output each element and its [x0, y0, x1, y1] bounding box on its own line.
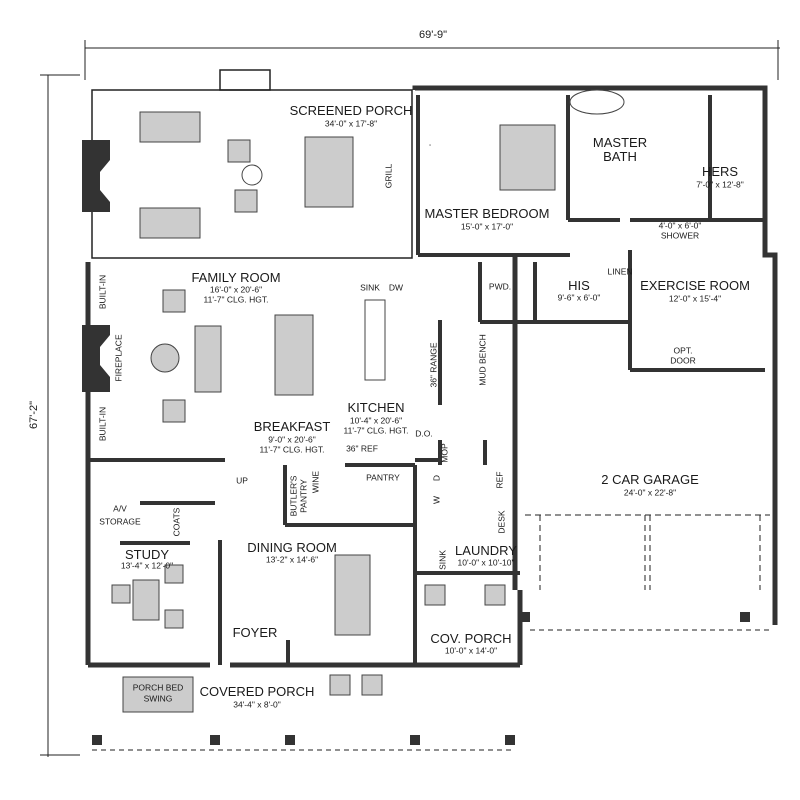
room-name-his: HIS — [568, 278, 590, 294]
room-size-his: 9'-6" x 6'-0" — [557, 292, 601, 303]
sink-label: SINK — [360, 282, 380, 293]
room-size-study: 13'-4" x 12'-0" — [120, 560, 174, 571]
depth-dimension-line — [40, 74, 80, 757]
opt-door-label-1: OPT. — [673, 345, 693, 356]
width-dimension-line — [84, 40, 780, 80]
porch-rail — [92, 629, 770, 751]
overall-width-label: 69'-9" — [418, 29, 448, 42]
room-size-screened-porch: 34'-0" x 17'-8" — [324, 118, 378, 129]
room-name-master-bedroom: MASTER BEDROOM — [424, 206, 550, 222]
pantry-label: PANTRY — [366, 472, 400, 483]
fireplace-label-bottom: FIREPLACE — [113, 334, 124, 382]
exterior-walls — [85, 85, 778, 668]
ceiling-breakfast: 11'-7" CLG. HGT. — [259, 444, 325, 455]
ceiling-kitchen: 11'-7" CLG. HGT. — [343, 425, 409, 436]
do-label: D.O. — [415, 428, 433, 439]
room-size-family-room: 16'-0" x 20'-6" — [209, 284, 263, 295]
porch-posts — [92, 612, 750, 745]
room-name-breakfast: BREAKFAST — [253, 419, 331, 435]
dw-label: DW — [388, 282, 404, 293]
butlers-pantry-label-2: PANTRY — [298, 479, 309, 513]
porch-swing-label-1: PORCH BED — [132, 682, 184, 693]
room-name-foyer: FOYER — [232, 625, 278, 641]
room-name-garage: 2 CAR GARAGE — [601, 472, 699, 488]
room-size-breakfast: 9'-0" x 20'-6" — [268, 434, 316, 445]
shower-label: SHOWER — [660, 230, 700, 241]
mud-bench-label: MUD BENCH — [477, 334, 488, 386]
room-name-study: STUDY — [124, 547, 170, 563]
room-name-hers: HERS — [701, 164, 739, 180]
room-size-master-bedroom: 15'-0" x 17'-0" — [460, 221, 514, 232]
fireplaces — [82, 140, 110, 392]
room-size-covered-porch: 34'-4" x 8'-0" — [233, 699, 281, 710]
ceiling-family-room: 11'-7" CLG. HGT. — [203, 294, 269, 305]
butlers-pantry-label-1: BUTLER'S — [288, 475, 299, 517]
garage-door-lines — [525, 514, 770, 590]
range-label: 36" RANGE — [428, 342, 439, 388]
grill-label: GRILL — [383, 163, 394, 189]
av-storage-label-1: A/V — [113, 503, 127, 514]
room-name-master-bath-2: BATH — [603, 149, 637, 165]
room-size-dining-room: 13'-2" x 14'-6" — [265, 554, 319, 565]
room-size-exercise-room: 12'-0" x 15'-4" — [668, 293, 722, 304]
room-size-hers: 7'-0" x 12'-8" — [696, 179, 744, 190]
room-size-kitchen: 10'-4" x 20'-6" — [349, 415, 403, 426]
ref-36-label: 36" REF — [346, 443, 378, 454]
built-in-label-bottom: BUILT-IN — [97, 406, 108, 442]
room-name-family-room: FAMILY ROOM — [191, 270, 281, 286]
laundry-sink-label: SINK — [437, 550, 448, 570]
room-name-master-bath-1: MASTER — [592, 135, 648, 151]
linen-label: LINEN — [607, 266, 633, 277]
desk-label: DESK — [496, 510, 507, 534]
room-size-laundry: 10'-0" x 10'-10" — [457, 557, 515, 568]
room-name-kitchen: KITCHEN — [347, 400, 405, 416]
room-name-exercise-room: EXERCISE ROOM — [640, 278, 750, 294]
porch-swing-label-2: SWING — [143, 693, 173, 704]
room-name-screened-porch: SCREENED PORCH — [289, 103, 413, 119]
interior-walls — [90, 95, 765, 665]
shower-size: 4'-0" x 6'-0" — [658, 220, 702, 231]
coats-label: COATS — [171, 507, 182, 537]
room-name-cov-porch: COV. PORCH — [430, 631, 512, 647]
pwd-label: PWD. — [488, 281, 512, 292]
room-size-garage: 24'-0" x 22'-8" — [623, 487, 677, 498]
dryer-label: D — [431, 474, 442, 482]
mop-label: MOP — [439, 443, 450, 463]
furniture — [111, 89, 625, 713]
room-name-dining-room: DINING ROOM — [247, 540, 337, 556]
av-storage-label-2: STORAGE — [99, 516, 141, 527]
fireplace-label-top: FIREPLACE — [113, 154, 124, 202]
washer-label: W — [431, 495, 442, 505]
room-size-cov-porch: 10'-0" x 14'-0" — [444, 645, 498, 656]
room-name-covered-porch: COVERED PORCH — [199, 684, 315, 700]
built-in-label-top: BUILT-IN — [97, 274, 108, 310]
opt-door-label-2: DOOR — [670, 355, 696, 366]
room-name-laundry: LAUNDRY — [455, 543, 517, 559]
ref-label: REF — [494, 471, 505, 489]
overall-depth-label: 67'-2" — [28, 400, 41, 430]
wine-label: WINE — [310, 470, 321, 494]
stair-up-label: UP — [236, 475, 248, 486]
